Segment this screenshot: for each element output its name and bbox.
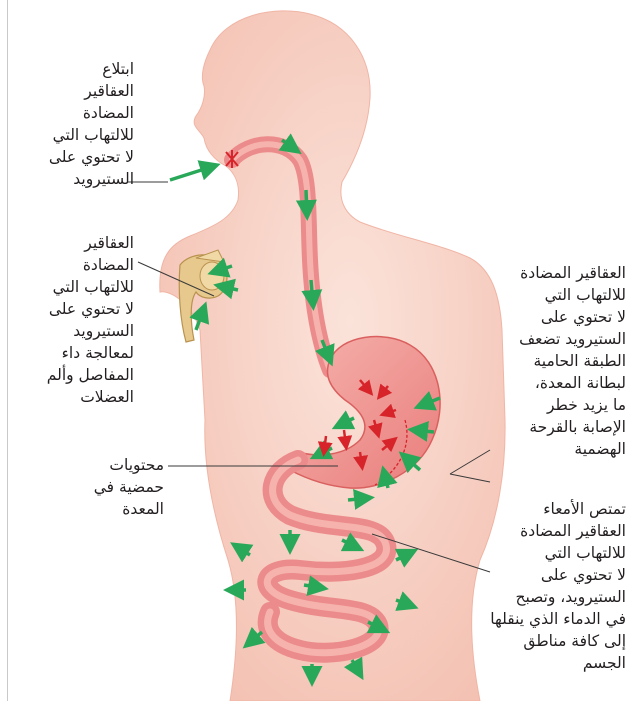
label-stomach-lining: العقاقير المضادة للالتهاب التي لا تحتوي … [466, 262, 626, 460]
label-joints: العقاقير المضادة للالتهاب التي لا تحتوي … [10, 232, 134, 408]
label-ingestion: ابتلاع العقاقير المضادة للالتهاب التي لا… [10, 58, 134, 190]
label-acid: محتويات حمضية في المعدة [62, 454, 164, 520]
label-intestine: تمتص الأمعاء العقاقير المضادة للالتهاب ا… [455, 498, 626, 674]
